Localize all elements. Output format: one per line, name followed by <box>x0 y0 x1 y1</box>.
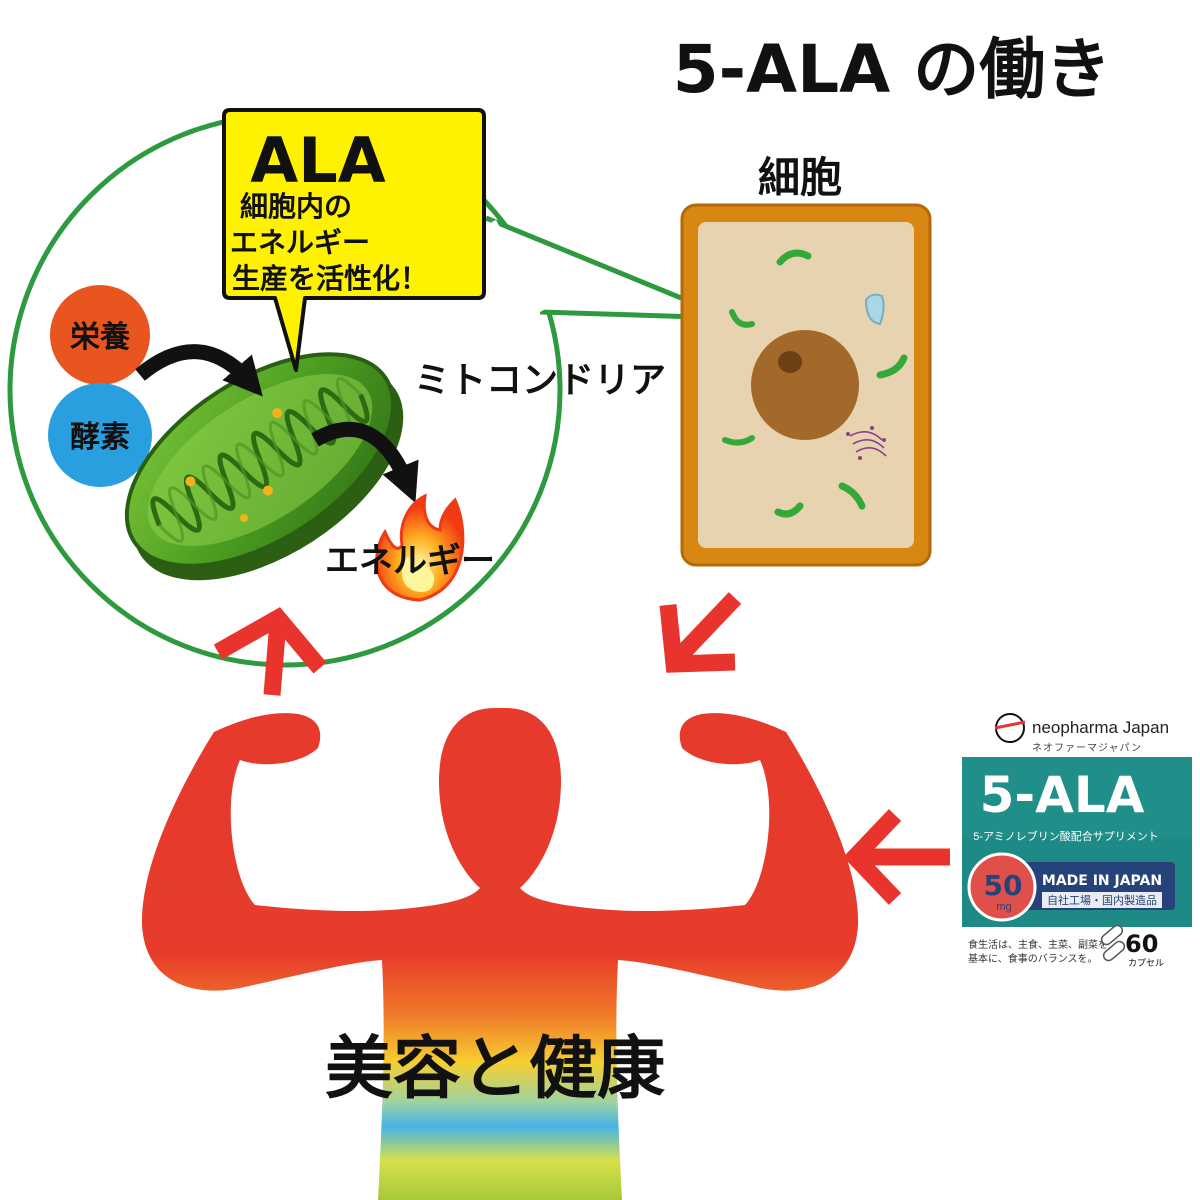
enzyme-circle: 酵素 <box>48 383 152 487</box>
cell-label: 細胞 <box>758 153 842 202</box>
note-line-2: 基本に、食事のバランスを。 <box>968 952 1098 965</box>
energy-label: エネルギー <box>325 541 495 581</box>
ala-callout <box>222 108 486 372</box>
nutrition-label: 栄養 <box>70 320 130 355</box>
callout-line-1: 細胞内の <box>240 190 352 223</box>
brand-name: neopharma Japan <box>1032 718 1169 737</box>
nucleus-icon <box>751 330 859 440</box>
down-arrow-icon <box>659 592 742 673</box>
left-arrow-icon <box>843 809 950 905</box>
callout-line-2: エネルギー <box>230 226 370 259</box>
capsule-unit: カプセル <box>1128 958 1164 968</box>
note-line-1: 食生活は、主食、主菜、副菜を <box>968 938 1108 951</box>
human-silhouette-icon <box>141 708 859 1200</box>
up-arrow-icon <box>213 607 327 696</box>
cell-icon <box>680 203 932 567</box>
callout-line-3: 生産を活性化！ <box>232 262 428 295</box>
brand-kana: ネオファーマジャパン <box>1032 742 1142 754</box>
product-subtitle: 5-アミノレブリン酸配合サプリメント <box>973 829 1159 843</box>
product-name: 5-ALA <box>980 766 1145 824</box>
dose-value: 50 <box>984 869 1023 902</box>
factory-label: 自社工場・国内製造品 <box>1047 893 1157 907</box>
bottom-label: 美容と健康 <box>325 1030 665 1109</box>
mitochondria-label: ミトコンドリア <box>414 360 666 401</box>
mitochondria-icon <box>124 352 404 581</box>
product-package: neopharma Japan ネオファーマジャパン 5-ALA 5-アミノレブ… <box>962 713 1192 968</box>
capsule-icon <box>1100 924 1126 962</box>
brand-logo-icon <box>994 713 1026 743</box>
output-arrow-icon <box>311 421 419 504</box>
page-title: 5-ALA の働き <box>673 31 1112 108</box>
nutrition-circle: 栄養 <box>50 285 150 385</box>
capsule-count: 60 <box>1125 930 1158 958</box>
input-arrow-icon <box>135 344 263 397</box>
made-in-label: MADE IN JAPAN <box>1042 873 1162 889</box>
callout-heading: ALA <box>250 124 385 197</box>
dose-unit: mg <box>996 901 1011 913</box>
dose-badge <box>967 852 1037 922</box>
enzyme-label: 酵素 <box>70 420 130 455</box>
flame-icon <box>375 493 465 602</box>
